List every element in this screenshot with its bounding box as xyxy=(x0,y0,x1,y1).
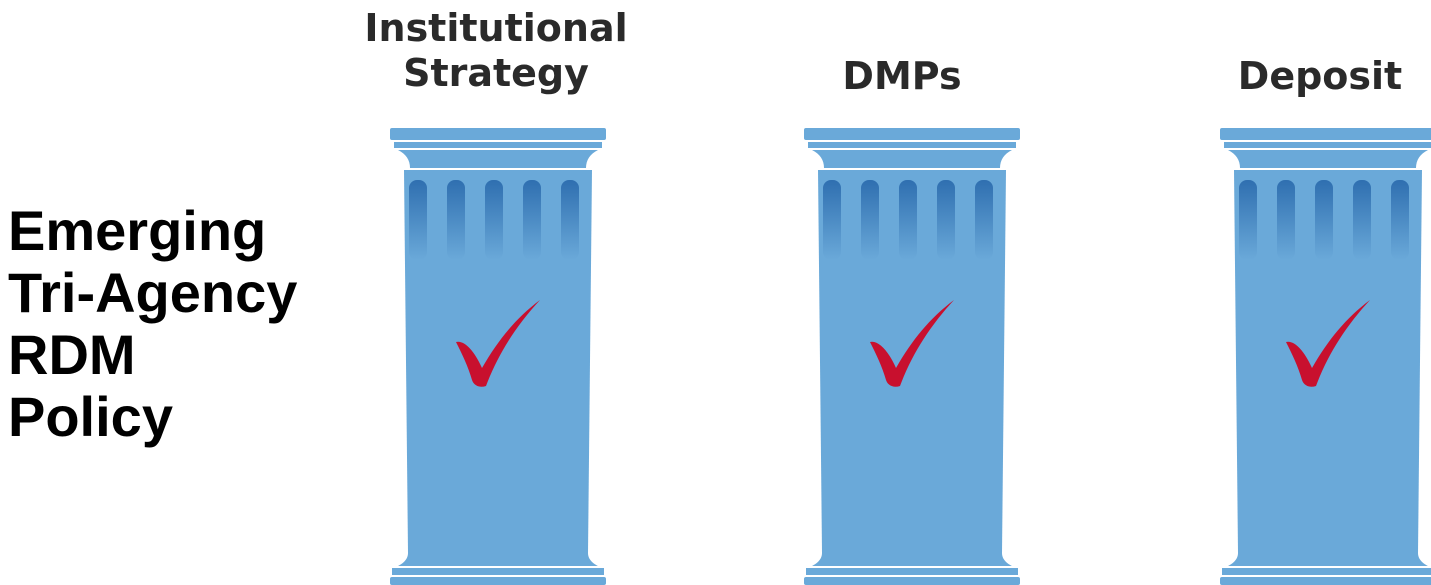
pillar-base-plinth xyxy=(1220,577,1431,585)
pillar-title-line: DMPs xyxy=(842,54,962,98)
pillar-title-line: Institutional xyxy=(364,6,628,50)
pillar-title-deposit: Deposit xyxy=(1140,54,1431,99)
pillar-flute xyxy=(1353,180,1371,260)
pillar-capital-top xyxy=(390,128,606,140)
pillar-flute xyxy=(1391,180,1409,260)
pillar-flute xyxy=(937,180,955,260)
pillar-flute xyxy=(899,180,917,260)
policy-label-line: Tri-Agency xyxy=(8,261,298,324)
pillar-flute xyxy=(1277,180,1295,260)
pillar-base-torus xyxy=(398,553,598,566)
pillar-flute xyxy=(1239,180,1257,260)
pillar-institutional-strategy xyxy=(390,128,606,585)
pillar-flute xyxy=(1315,180,1333,260)
pillar-flute xyxy=(485,180,503,260)
pillar-base-band xyxy=(806,568,1018,575)
checkmark-icon xyxy=(456,300,540,387)
policy-label-line: Policy xyxy=(8,385,173,448)
pillar-capital-band xyxy=(1224,142,1431,148)
pillar-flute xyxy=(561,180,579,260)
pillar-title-dmps: DMPs xyxy=(722,54,1082,99)
pillar-capital-echinus xyxy=(812,150,1012,168)
pillar-capital-echinus xyxy=(398,150,598,168)
policy-label-line: Emerging xyxy=(8,199,267,262)
pillar-flute xyxy=(861,180,879,260)
pillar-capital-band xyxy=(394,142,602,148)
pillar-dmps xyxy=(804,128,1020,585)
pillar-capital-top xyxy=(1220,128,1431,140)
pillar-base-plinth xyxy=(390,577,606,585)
policy-label-line: RDM xyxy=(8,323,136,386)
pillar-flute xyxy=(409,180,427,260)
pillar-title-line: Deposit xyxy=(1237,54,1403,98)
pillar-base-torus xyxy=(1228,553,1428,566)
pillar-shaft xyxy=(818,170,1006,553)
pillar-capital-band xyxy=(808,142,1016,148)
pillar-capital-echinus xyxy=(1228,150,1428,168)
pillar-base-band xyxy=(392,568,604,575)
checkmark-icon xyxy=(870,300,954,387)
pillar-capital-top xyxy=(804,128,1020,140)
pillar-base-band xyxy=(1222,568,1431,575)
pillar-flute xyxy=(523,180,541,260)
pillar-flute xyxy=(823,180,841,260)
pillar-flute xyxy=(447,180,465,260)
pillar-title-line: Strategy xyxy=(403,51,589,95)
checkmark-icon xyxy=(1286,300,1370,387)
policy-label: Emerging Tri-Agency RDM Policy xyxy=(8,200,368,448)
pillar-shaft xyxy=(1234,170,1422,553)
pillar-flute xyxy=(975,180,993,260)
pillar-title-institutional-strategy: Institutional Strategy xyxy=(316,6,676,96)
pillar-deposit xyxy=(1220,128,1431,585)
pillar-shaft xyxy=(404,170,592,553)
pillar-base-torus xyxy=(812,553,1012,566)
pillar-base-plinth xyxy=(804,577,1020,585)
